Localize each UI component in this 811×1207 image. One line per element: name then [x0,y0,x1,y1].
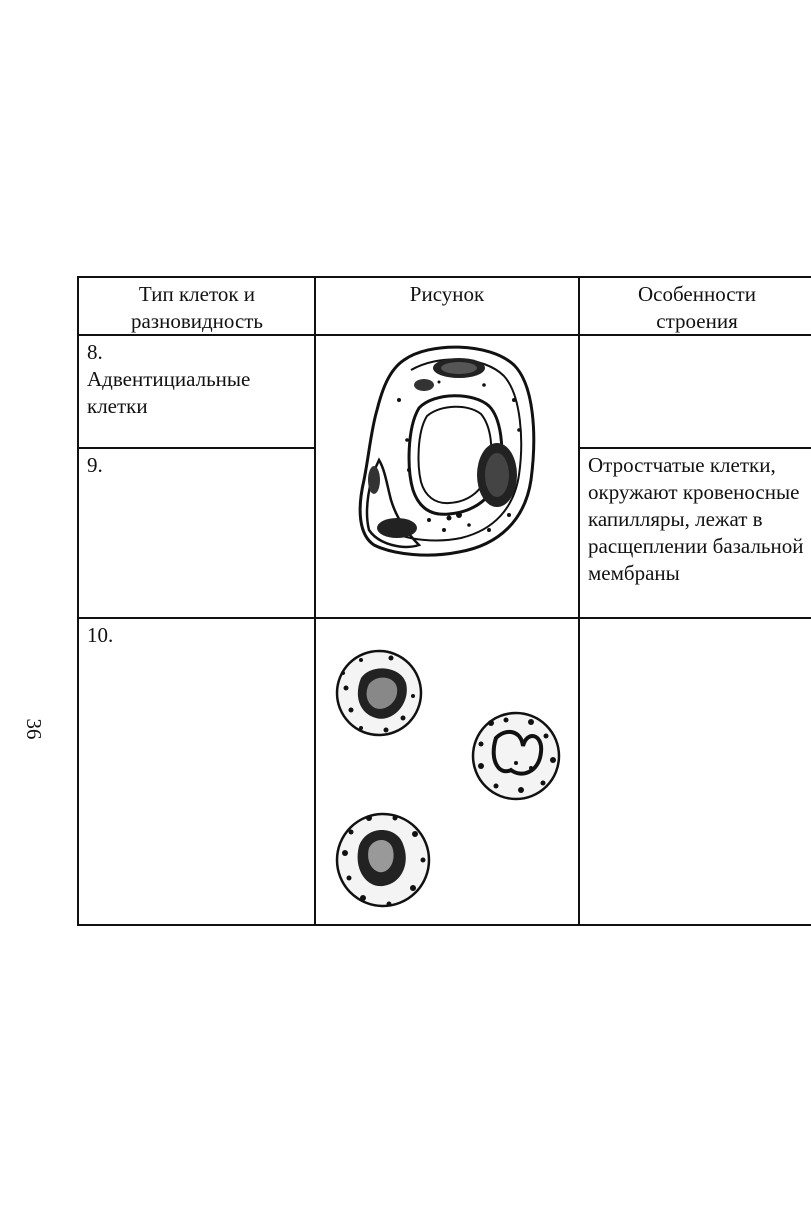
row-9-type-cell: 9. [79,449,314,617]
header-cell-features: Особенности строения [638,282,756,333]
row-10-type-cell: 10. [79,619,314,924]
row-8-type-cell: 8. Адвентициальные клетки [79,336,314,447]
cell-type-name: Адвентициальные клетки [87,367,251,418]
row-number: 8. [87,340,103,364]
granulocyte-cells-illustration [335,649,561,908]
row-10-features-cell [580,619,811,924]
row-8-features-cell [580,336,811,447]
row-9-features-cell: Отростчатые клетки, окружают кровеносные… [588,453,804,585]
capillary-pericyte-illustration [358,345,536,557]
row-number: 10. [87,623,114,647]
header-cell-figure: Рисунок [409,282,485,306]
page-number: 36 [22,718,46,740]
header-cell-type: Тип клеток и разновидность [130,282,264,333]
cell-types-table: Тип клеток и разновидность Рисунок Особе… [77,276,811,926]
row-number: 9. [87,453,103,477]
